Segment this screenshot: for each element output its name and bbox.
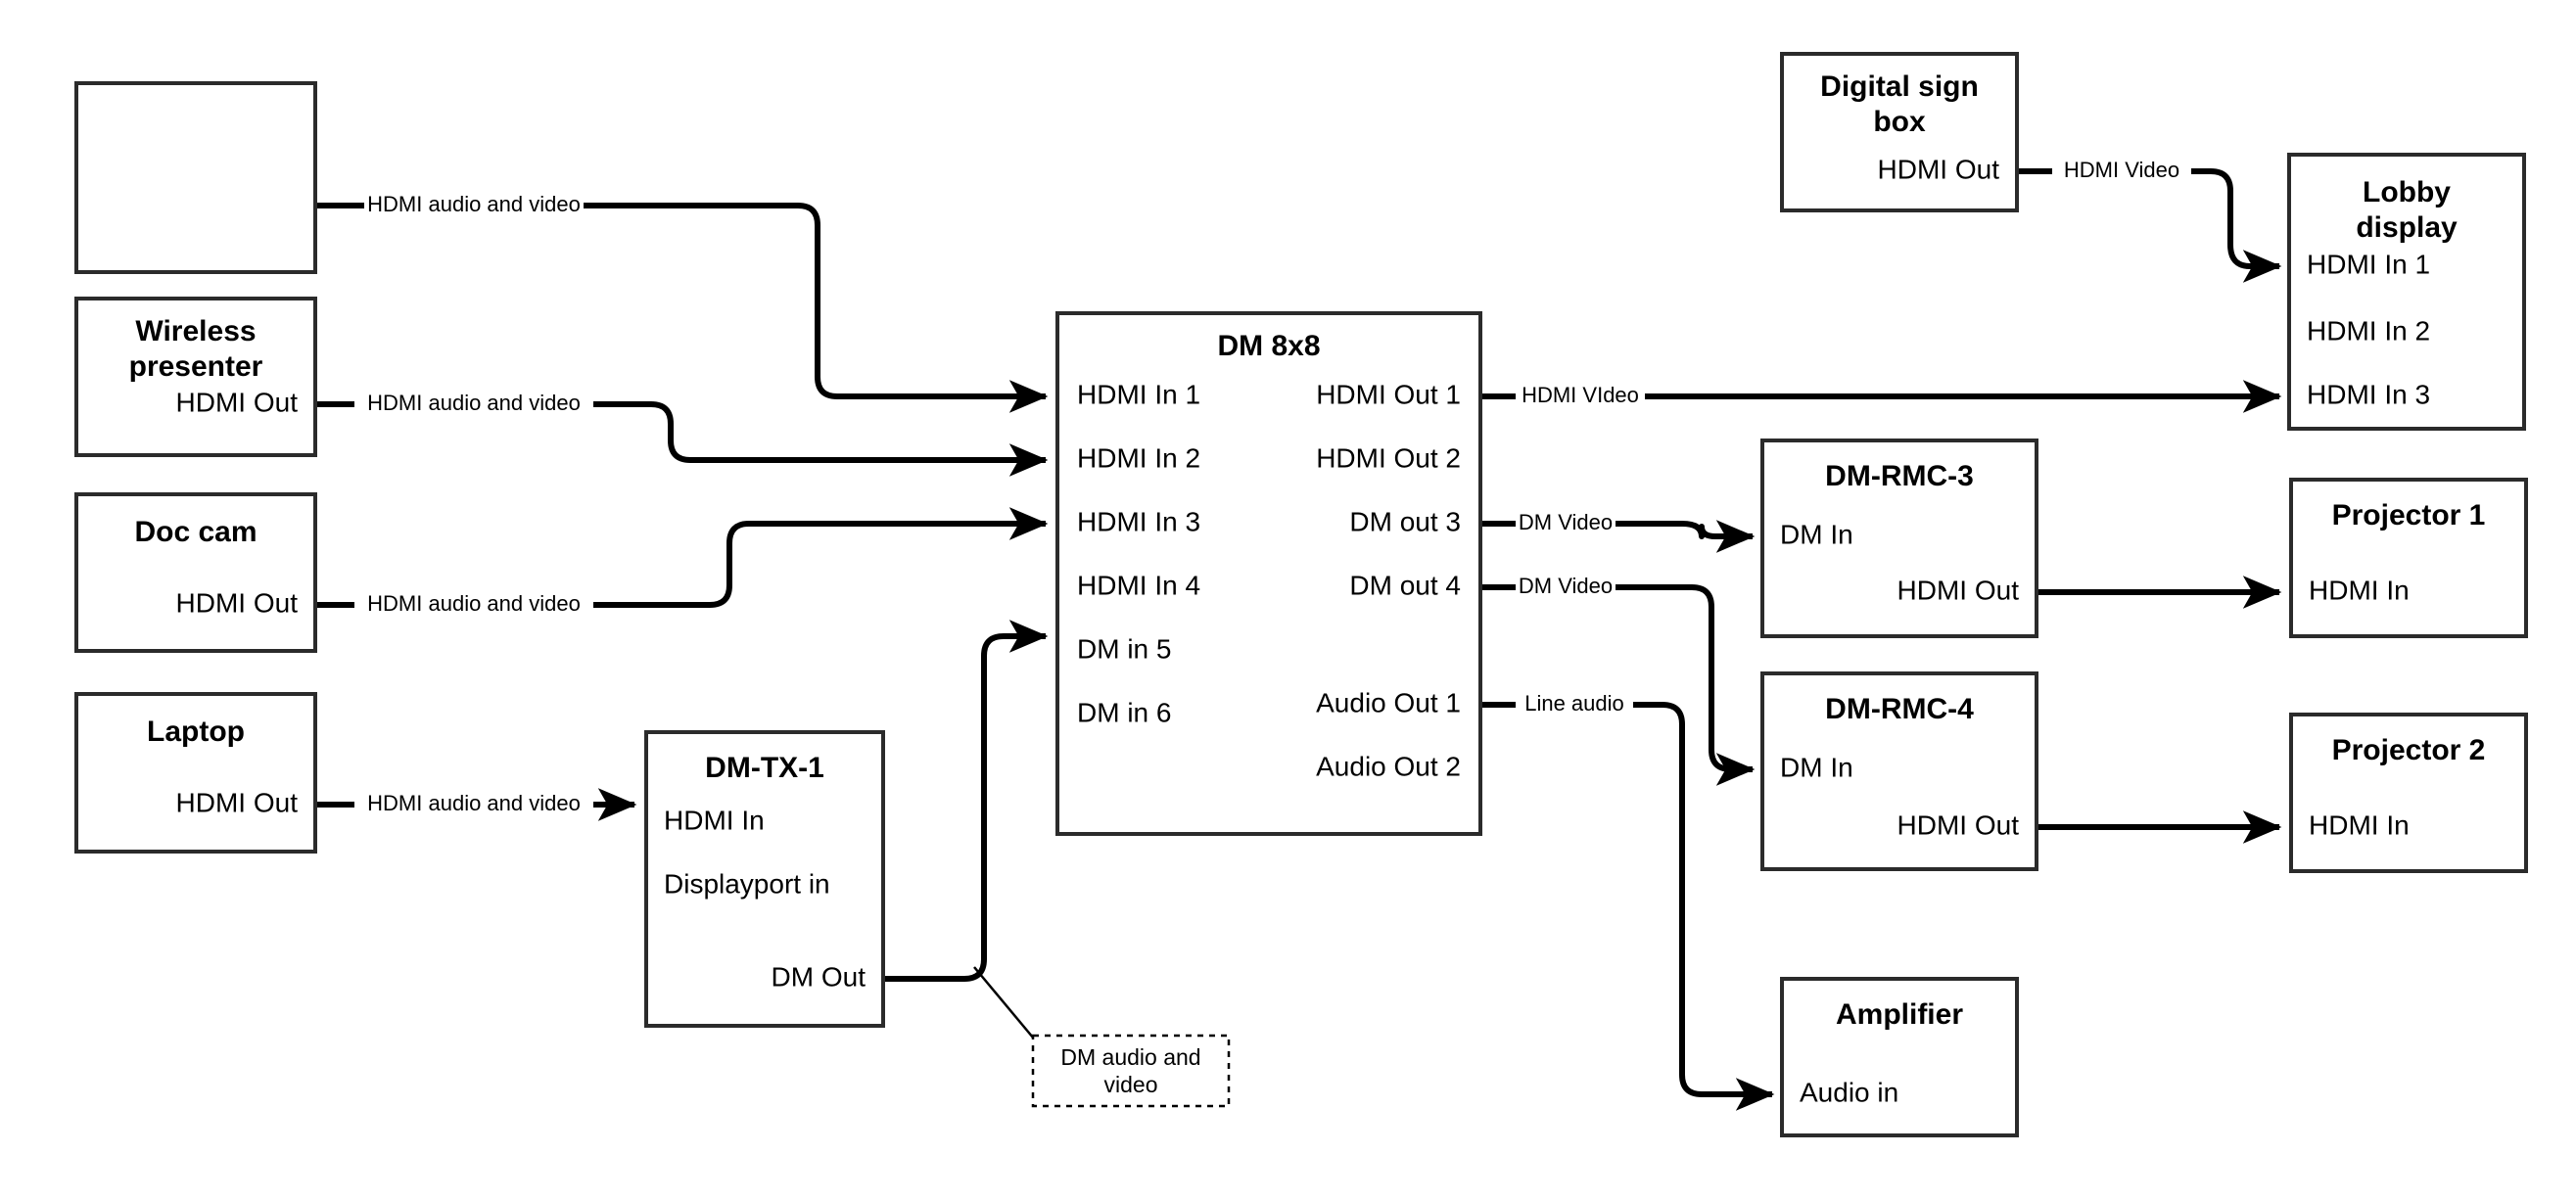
node-dm-8x8-box[interactable] (1055, 311, 1482, 836)
port-dm-8x8-dm-in-6: DM in 6 (1077, 697, 1171, 727)
edge-label-doccam: HDMI audio and video (367, 591, 581, 616)
node-doc-cam[interactable]: Doc cam HDMI Out (74, 492, 317, 653)
edge-label-wireless: HDMI audio and video (367, 391, 581, 415)
port-dm-tx-1-displayport-in: Displayport in (664, 868, 830, 899)
port-digital-sign-box-hdmi-out: HDMI Out (1878, 154, 2000, 184)
edge-label-digitalsign: HDMI Video (2064, 158, 2179, 182)
edge-label-dm-out3: DM Video (1519, 510, 1613, 534)
node-dm-8x8-title: DM 8x8 (1217, 330, 1320, 362)
node-doc-cam-box[interactable] (74, 492, 317, 653)
port-dm-8x8-hdmi-out-2: HDMI Out 2 (1316, 442, 1461, 473)
note-dm-audio-video-line2: video (1104, 1072, 1158, 1097)
edge-doccam-to-dm8x8 (315, 524, 1046, 608)
node-laptop-box[interactable] (74, 692, 317, 854)
port-lobby-display-hdmi-in-1: HDMI In 1 (2307, 249, 2430, 279)
port-dm-8x8-dm-out-4: DM out 4 (1349, 570, 1461, 600)
node-lobby-display[interactable]: Lobby display HDMI In 1 HDMI In 2 HDMI I… (2287, 153, 2526, 431)
port-laptop-hdmi-out: HDMI Out (176, 787, 299, 817)
node-dm-tx-1-box[interactable] (644, 730, 885, 1028)
port-dm-8x8-hdmi-in-4: HDMI In 4 (1077, 570, 1200, 600)
node-wireless-presenter-title-line1: Wireless (135, 315, 256, 347)
node-projector-2-box[interactable] (2289, 713, 2528, 873)
port-dm-rmc-3-hdmi-out: HDMI Out (1897, 575, 2020, 605)
port-amplifier-audio-in: Audio in (1800, 1077, 1898, 1107)
port-dm-tx-1-hdmi-in: HDMI In (664, 805, 765, 835)
port-dm-tx-1-dm-out: DM Out (772, 961, 866, 992)
node-dm-rmc-4-box[interactable] (1760, 671, 2038, 871)
edge-digitalsign-to-lobby (2017, 168, 2279, 266)
edge-wireless-to-dm8x8 (315, 401, 1046, 460)
port-projector-2-hdmi-in: HDMI In (2309, 809, 2410, 840)
node-dm-tx-1-title: DM-TX-1 (705, 752, 824, 784)
node-wireless-presenter-title-line2: presenter (129, 350, 263, 383)
edge-label-dm-out4: DM Video (1519, 574, 1613, 598)
port-dm-rmc-3-dm-in: DM In (1780, 519, 1853, 549)
note-dm-audio-video-line1: DM audio and (1060, 1044, 1200, 1070)
node-dm-rmc-3[interactable]: DM-RMC-3 DM In HDMI Out (1760, 439, 2038, 638)
node-dm-rmc-4-title: DM-RMC-4 (1825, 693, 1974, 725)
node-amplifier-title: Amplifier (1836, 998, 1963, 1031)
port-lobby-display-hdmi-in-3: HDMI In 3 (2307, 379, 2430, 409)
edge-dm8x8-audio1-to-amplifier (1480, 702, 1772, 1094)
node-projector-1-box[interactable] (2289, 478, 2528, 638)
port-dm-8x8-audio-out-1: Audio Out 1 (1316, 687, 1461, 717)
node-digital-sign-box[interactable]: Digital sign box HDMI Out (1780, 52, 2019, 212)
node-laptop[interactable]: Laptop HDMI Out (74, 692, 317, 854)
node-digital-sign-box-title-line2: box (1873, 106, 1926, 138)
port-wireless-presenter-hdmi-out: HDMI Out (176, 387, 299, 417)
node-wireless-presenter-box[interactable] (74, 297, 317, 457)
node-doc-cam-title: Doc cam (134, 516, 257, 548)
node-wireless-presenter[interactable]: Wireless presenter HDMI Out (74, 297, 317, 457)
port-projector-1-hdmi-in: HDMI In (2309, 575, 2410, 605)
port-doc-cam-hdmi-out: HDMI Out (176, 587, 299, 618)
port-dm-8x8-hdmi-in-1: HDMI In 1 (1077, 379, 1200, 409)
edge-label-dm-out1: HDMI VIdeo (1522, 383, 1639, 407)
port-dm-rmc-4-dm-in: DM In (1780, 752, 1853, 782)
node-lobby-display-title-line1: Lobby (2363, 176, 2451, 208)
node-dm-rmc-3-title: DM-RMC-3 (1825, 460, 1974, 492)
port-dm-8x8-audio-out-2: Audio Out 2 (1316, 751, 1461, 781)
port-dm-8x8-dm-in-5: DM in 5 (1077, 633, 1171, 664)
port-dm-8x8-dm-out-3: DM out 3 (1349, 506, 1461, 536)
node-laptop-title: Laptop (147, 716, 245, 748)
port-dm-8x8-hdmi-in-2: HDMI In 2 (1077, 442, 1200, 473)
node-amplifier-box[interactable] (1780, 977, 2019, 1137)
port-dm-8x8-hdmi-out-1: HDMI Out 1 (1316, 379, 1461, 409)
node-digital-sign-box-box[interactable] (1780, 52, 2019, 212)
edge-bluray-to-dm8x8 (315, 203, 1046, 396)
node-projector-2[interactable]: Projector 2 HDMI In (2289, 713, 2528, 873)
note-dm-audio-video: DM audio and video (1031, 1034, 1231, 1108)
edge-dm8x8-out3-to-rmc3 (1480, 524, 1753, 536)
port-dm-8x8-hdmi-in-3: HDMI In 3 (1077, 506, 1200, 536)
node-amplifier[interactable]: Amplifier Audio in (1780, 977, 2019, 1137)
port-dm-rmc-4-hdmi-out: HDMI Out (1897, 809, 2020, 840)
port-lobby-display-hdmi-in-2: HDMI In 2 (2307, 315, 2430, 346)
edge-label-audio-out1: Line audio (1524, 691, 1624, 716)
node-projector-1-title: Projector 1 (2332, 499, 2486, 531)
edge-label-laptop: HDMI audio and video (367, 791, 581, 815)
node-dm-tx-1[interactable]: DM-TX-1 HDMI In Displayport in DM Out (644, 730, 885, 1028)
node-projector-1[interactable]: Projector 1 HDMI In (2289, 478, 2528, 638)
node-projector-2-title: Projector 2 (2332, 734, 2486, 766)
edge-dm8x8-out4-to-rmc4 (1480, 584, 1753, 769)
note-dm-audio-video-box (1031, 1034, 1231, 1108)
node-dm-8x8[interactable]: DM 8x8 HDMI In 1 HDMI In 2 HDMI In 3 HDM… (1055, 311, 1482, 836)
node-dm-rmc-3-box[interactable] (1760, 439, 2038, 638)
node-dm-rmc-4[interactable]: DM-RMC-4 DM In HDMI Out (1760, 671, 2038, 871)
node-lobby-display-box[interactable] (2287, 153, 2526, 431)
node-lobby-display-title-line2: display (2356, 211, 2458, 244)
node-bluray-outline[interactable] (74, 81, 317, 274)
node-digital-sign-box-title-line1: Digital sign (1820, 70, 1979, 103)
edge-dmtx1-note-leader (973, 966, 1034, 1039)
edge-dmtx1-to-dm8x8 (883, 620, 1049, 982)
edge-label-bluray: HDMI audio and video (367, 192, 581, 216)
